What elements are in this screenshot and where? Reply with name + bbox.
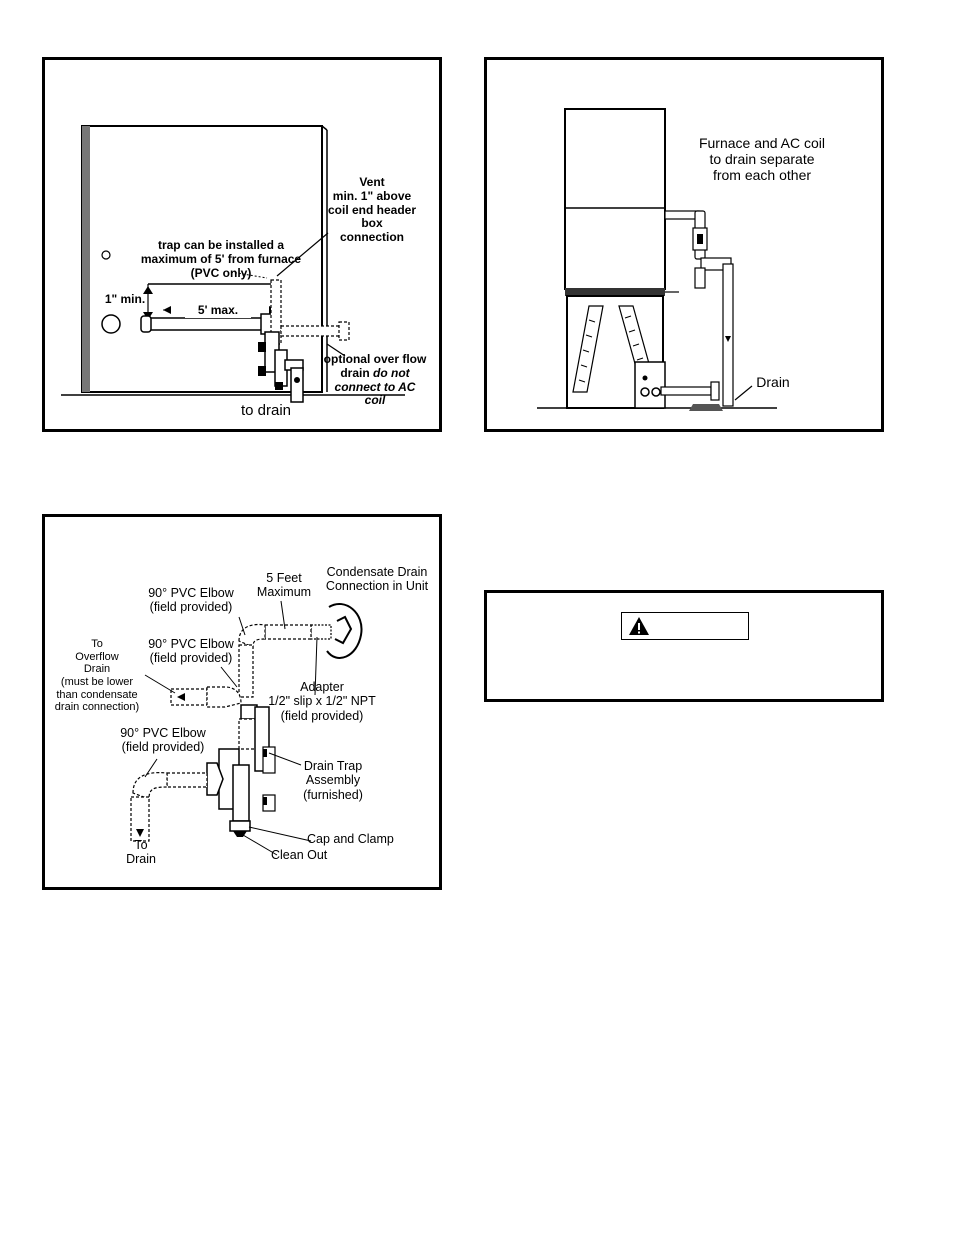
drain-trap-line: Assembly (305, 773, 361, 788)
overflow-drain-warning-text: connect to AC (334, 379, 416, 394)
condensate-connection-line: Condensate Drain (326, 565, 428, 579)
adapter-line: (field provided) (280, 708, 364, 723)
drain-label: Drain (756, 374, 790, 390)
five-feet-label: 5 Feet Maximum (249, 571, 319, 600)
condensate-connection-line: Connection in Unit (325, 579, 429, 594)
trap-distance-line: trap can be installed a (157, 238, 285, 252)
overflow-drain-line: drain do not (315, 365, 435, 381)
elbow-top-line: (field provided) (149, 600, 233, 615)
vent-label-line: Vent (359, 175, 385, 189)
drain-trap-line: (furnished) (303, 787, 363, 802)
elbow-top-line: 90° PVC Elbow (148, 586, 234, 600)
trap-distance-line: (PVC only) (190, 265, 252, 280)
warning-box (484, 590, 884, 702)
elbow-low-label: 90° PVC Elbow (field provided) (113, 726, 213, 755)
overflow-drain-label: optional over flow drain do not connect … (315, 352, 435, 408)
elbow-low-line: (field provided) (121, 740, 205, 755)
drain-trap-line: Drain Trap (303, 759, 363, 773)
trap-distance-label: trap can be installed a maximum of 5' fr… (131, 238, 311, 280)
overflow-drain-line: Overflow (75, 650, 119, 663)
condensate-connection-label: Condensate Drain Connection in Unit (321, 565, 433, 594)
overflow-drain-line: (must be lower (60, 675, 134, 688)
overflow-drain-line: Drain (83, 663, 111, 676)
elbow-mid-line: (field provided) (149, 651, 233, 666)
separate-drains-caption-line: to drain separate (709, 151, 815, 168)
trap-assembly-drawing (130, 600, 363, 856)
separate-drains-drawing (537, 108, 777, 411)
max-distance-label: 5' max. (185, 303, 251, 318)
overflow-drain-label: To Overflow Drain (must be lower than co… (51, 638, 143, 714)
adapter-line: Adapter (300, 680, 344, 694)
elbow-top-label: 90° PVC Elbow (field provided) (141, 586, 241, 615)
vent-label-line: connection (339, 230, 404, 245)
separate-drains-caption-line: Furnace and AC coil (698, 135, 826, 151)
to-drain-label: to drain (240, 402, 292, 419)
vent-label-line: coil end header (327, 202, 417, 217)
elbow-mid-line: 90° PVC Elbow (148, 637, 234, 651)
min-height-label: 1" min. (104, 292, 146, 306)
overflow-drain-line: drain connection) (54, 701, 140, 714)
warning-badge (621, 612, 749, 640)
elbow-low-line: 90° PVC Elbow (120, 726, 206, 740)
figure-separate-drains: Furnace and AC coil to drain separate fr… (484, 57, 884, 432)
clean-out-label: Clean Out (271, 848, 328, 862)
drain-trap-assembly-label: Drain Trap Assembly (furnished) (291, 759, 375, 802)
to-drain-label: To Drain (119, 838, 163, 867)
separate-drains-caption-line: from each other (712, 167, 812, 184)
figure-trap-assembly: 90° PVC Elbow (field provided) 5 Feet Ma… (42, 514, 442, 890)
to-drain-line: Drain (126, 852, 156, 867)
adapter-line: 1/2" slip x 1/2" NPT (268, 694, 376, 709)
figure-trap-location: Vent min. 1" above coil end header box c… (42, 57, 442, 432)
overflow-drain-warning-text: coil (364, 393, 386, 408)
trap-location-drawing (61, 125, 405, 403)
five-feet-line: 5 Feet (266, 571, 302, 585)
overflow-drain-line: To (91, 638, 103, 650)
vent-label: Vent min. 1" above coil end header box c… (307, 175, 437, 245)
vent-label-line: min. 1" above (332, 188, 412, 203)
separate-drains-caption: Furnace and AC coil to drain separate fr… (677, 135, 847, 183)
trap-distance-line: maximum of 5' from furnace (140, 251, 302, 266)
overflow-drain-warning-text: do not (373, 365, 410, 380)
overflow-drain-line: optional over flow (323, 352, 427, 366)
overflow-drain-text: drain (340, 365, 373, 380)
warning-triangle-icon (629, 617, 649, 635)
elbow-mid-label: 90° PVC Elbow (field provided) (141, 637, 241, 666)
overflow-drain-line: than condensate (56, 688, 138, 701)
cap-clamp-label: Cap and Clamp (307, 832, 394, 846)
to-drain-line: To (134, 838, 148, 852)
vent-label-line: box (361, 216, 383, 231)
five-feet-line: Maximum (256, 585, 312, 600)
adapter-label: Adapter 1/2" slip x 1/2" NPT (field prov… (259, 680, 385, 723)
